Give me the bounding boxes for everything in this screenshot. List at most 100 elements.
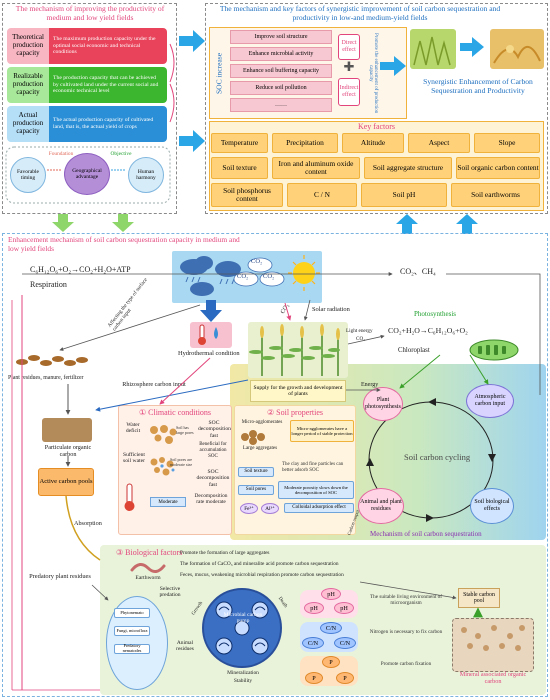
productivity-panel <box>2 3 177 214</box>
cn-3: C/N <box>334 637 356 649</box>
active-carbon-pools: Active carbon pools <box>38 468 94 496</box>
capacity-arrows <box>5 43 175 204</box>
factor-altitude: Altitude <box>342 133 404 153</box>
org-fungi: Fungi, microflora <box>114 626 150 636</box>
promote-production-label: Promote the enhancement of production ca… <box>368 32 378 114</box>
factor-slope: Slope <box>474 133 540 153</box>
fe-ion: Fe³⁺ <box>240 503 258 514</box>
solar-radiation-label: Solar radiation <box>312 306 350 313</box>
factor-temperature: Temperature <box>211 133 268 153</box>
moderate-pores-note: Soil pores are moderate size <box>170 457 193 467</box>
ph-note: The suitable living environment of micro… <box>369 594 443 606</box>
micro-agg-label: Micro-agglomerates <box>241 420 283 425</box>
co2-cloud-label-1: CO₂ <box>251 258 263 265</box>
geographical-advantage-circle: Geographical advantage <box>64 153 110 195</box>
large-pores-note: Soil has large pores <box>176 425 194 435</box>
plant-residues-label: Plant residues, manure, fertilizer <box>8 375 84 381</box>
aggregates-icon <box>241 430 265 445</box>
p-note: Promote carbon fixation <box>380 661 432 667</box>
photo-co2-label: CO₂ <box>356 336 366 342</box>
soc-item-buffering: Enhance soil buffering capacity <box>230 64 332 78</box>
microbial-pump-label: Microbial carbon pump <box>223 612 263 625</box>
org-predatory: Predatory nematodes <box>114 643 150 654</box>
soil-pores-tag: Soil pores <box>238 485 274 495</box>
photosynthesis-label: Photosynthesis <box>414 310 457 318</box>
indirect-effect-box: Indirect effect <box>338 78 360 106</box>
down-blue-arrow <box>200 300 222 322</box>
human-harmony-circle: Human harmony <box>128 157 164 193</box>
actual-capacity-desc: The actual production capacity of cultiv… <box>49 106 167 142</box>
soc-decomp-fast-1: SOC decomposition fast <box>198 420 231 439</box>
carbon-cycle-ring <box>366 398 496 522</box>
theoretical-capacity: Theoretical production capacity The maxi… <box>7 28 167 64</box>
soil-props-title: ② Soil properties <box>266 408 324 417</box>
animal-plant-residues-node: Animal and plant residues <box>358 488 404 524</box>
particulate-label: Particulate organic carbon <box>44 444 92 459</box>
bio-title: ③ Biological factors <box>116 548 183 557</box>
plant-residues-icon <box>16 355 88 366</box>
factor-precipitation: Precipitation <box>272 133 338 153</box>
factor-aggregate-structure: Soil aggregate structure <box>364 157 452 179</box>
realizable-capacity-label: Realizable production capacity <box>7 67 49 103</box>
co2-cloud-label-3: CO₂ <box>263 273 275 280</box>
supply-box: Supply for the growth and development of… <box>250 380 346 402</box>
beneficial-label: Beneficial for accumulation SOC <box>199 442 227 459</box>
crop-illustration <box>249 324 340 376</box>
synergy-illustration <box>410 29 544 69</box>
realizable-capacity-desc: The production capacity that can be achi… <box>49 67 167 103</box>
soc-item-pollution: Reduce soil pollution <box>230 81 332 95</box>
p-1: P <box>322 656 340 668</box>
enhancement-panel-title: Enhancement mechanism of soil carbon seq… <box>8 235 240 253</box>
photosynthesis-equation: CO₂+H₂O→C₆H₁₂O₆+O₂ <box>388 326 468 335</box>
actual-capacity: Actual production capacity The actual pr… <box>7 106 167 142</box>
soil-texture-tag: Soil texture <box>238 467 274 477</box>
respiration-equation: C₆H₁₂O₆+O₂→CO₂+H₂O+ATP <box>30 265 131 274</box>
actual-capacity-label: Actual production capacity <box>7 106 49 142</box>
hydrothermal-label: Hydrothermal condition <box>178 350 240 357</box>
soc-item-structure: Improve soil structure <box>230 30 332 44</box>
cn-2: C/N <box>302 637 324 649</box>
micro-note: Micro-agglomerates have a longer period … <box>290 420 354 442</box>
key-factors-title: Key factors <box>357 122 396 131</box>
thermometer-small-icon <box>124 483 135 511</box>
hydrothermal-icon <box>190 322 232 348</box>
soc-item-microbial: Enhance microbial activity <box>230 47 332 61</box>
enhancement-panel <box>2 233 548 697</box>
cn-note: Nitrogen is necessary to fix carbon <box>369 629 443 635</box>
absorption-label: Absorption <box>74 520 102 527</box>
foundation-label: Foundation <box>48 151 74 157</box>
theoretical-capacity-desc: The maximum production capacity under th… <box>49 28 167 64</box>
earthworm-label: Earthworm <box>135 575 161 581</box>
energy-label: Energy <box>361 382 379 388</box>
stability-label: Stability <box>233 678 253 684</box>
co2-ch4-label: CO₂、CH₄ <box>400 267 436 276</box>
atmospheric-input-node: Atmospheric carbon input <box>466 384 514 418</box>
soc-decomp-fast-2: SOC decomposition fast <box>196 469 230 488</box>
section-connector-arrows <box>52 214 478 234</box>
promote-arrow <box>380 56 406 76</box>
co2-cloud-label-2: CO₂ <box>237 273 249 280</box>
climatic-region <box>118 405 232 535</box>
org-phytonemato: Phytonemato <box>114 608 150 618</box>
factor-ph: Soil pH <box>361 183 447 207</box>
sufficient-water-label: Sufficient soil water <box>123 452 145 465</box>
water-deficit-label: Water deficit <box>125 422 141 435</box>
thermometer-icon <box>198 324 218 345</box>
bio-line-3: Feces, mucus, weakening microbial respir… <box>180 572 344 578</box>
large-agg-label: Large aggregates <box>242 446 278 451</box>
factor-cn: C / N <box>287 183 357 207</box>
factor-aspect: Aspect <box>408 133 470 153</box>
climatic-title: ① Climatic conditions <box>138 408 212 417</box>
synergy-panel-title: The mechanism and key factors of synergi… <box>219 4 501 22</box>
cn-1: C/N <box>320 622 342 634</box>
colloidal-note: Colloidal adsorption effect <box>284 503 354 513</box>
mineralization-label: Mineralization <box>227 670 259 676</box>
decomp-moderate-label: Decomposition rate moderate <box>194 493 228 506</box>
favorable-timing-circle: Favorable timing <box>10 157 46 193</box>
porosity-note: Moderate porosity slows down the decompo… <box>278 481 354 499</box>
earthworm-icon <box>130 563 166 573</box>
al-ion: Al³⁺ <box>261 503 279 514</box>
ph-2: pH <box>304 602 324 614</box>
ph-1: pH <box>321 588 341 600</box>
